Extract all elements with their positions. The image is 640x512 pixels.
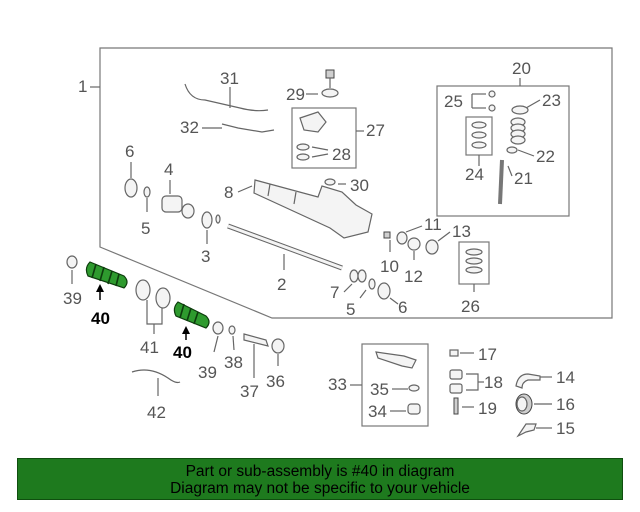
callout-3: 3 [201,247,210,266]
callout-40a: 40 [91,309,110,328]
callout-24: 24 [465,165,484,184]
callout-8: 8 [224,183,233,202]
callout-6a: 6 [125,142,134,161]
callout-6b: 6 [398,298,407,317]
callout-39a: 39 [63,289,82,308]
callout-25: 25 [444,92,463,111]
callout-40b: 40 [173,343,192,362]
callout-30: 30 [350,176,369,195]
callout-28: 28 [332,145,351,164]
callout-42: 42 [147,403,166,422]
callout-16: 16 [556,395,575,414]
callout-38: 38 [224,353,243,372]
callout-19: 19 [478,399,497,418]
boot-40-right[interactable] [173,301,210,329]
callout-34: 34 [368,402,387,421]
callout-32: 32 [180,118,199,137]
callout-27: 27 [366,121,385,140]
callout-22: 22 [536,147,555,166]
callout-7: 7 [330,283,339,302]
callout-11: 11 [424,215,442,234]
callout-17: 17 [478,345,497,364]
assembly-outline [99,47,613,319]
callout-12: 12 [404,267,423,286]
callout-15: 15 [556,419,575,438]
callout-39b: 39 [198,363,217,382]
callout-1: 1 [78,77,87,96]
callout-10: 10 [380,257,399,276]
callout-4: 4 [164,160,173,179]
callout-33: 33 [328,375,347,394]
callout-31: 31 [220,69,239,88]
parts-diagram: 1 31 32 29 27 28 20 25 23 22 21 [63,47,613,438]
callout-36: 36 [266,372,285,391]
info-banner: Part or sub-assembly is #40 in diagram D… [17,458,623,500]
callout-20: 20 [512,59,531,78]
callout-35: 35 [370,380,389,399]
callout-18: 18 [484,373,503,392]
callout-5a: 5 [141,219,150,238]
callout-37: 37 [240,382,259,401]
callout-2: 2 [277,275,286,294]
banner-line-1: Part or sub-assembly is #40 in diagram [185,463,455,480]
callout-23: 23 [542,91,561,110]
callout-41: 41 [140,338,159,357]
callout-21: 21 [514,169,533,188]
callout-29: 29 [286,85,305,104]
subassembly-box-27 [291,107,357,169]
subassembly-box-20 [436,85,570,217]
callout-5b: 5 [346,300,355,319]
boot-40-left[interactable] [85,261,128,289]
callout-26: 26 [461,297,480,316]
callout-14: 14 [556,368,575,387]
callout-13: 13 [452,222,471,241]
banner-line-2: Diagram may not be specific to your vehi… [170,480,470,497]
